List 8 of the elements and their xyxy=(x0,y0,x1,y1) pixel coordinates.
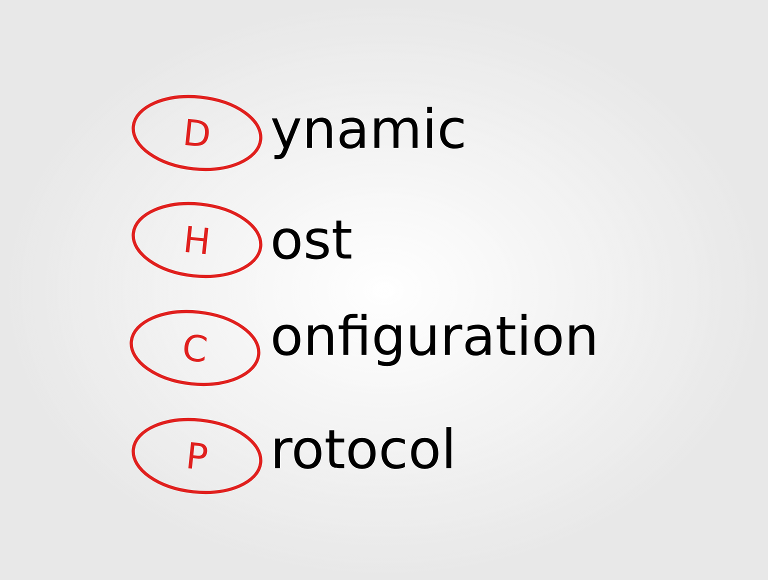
word: ynamic xyxy=(272,106,464,160)
word: onfiguration xyxy=(273,314,594,366)
circled-letter: H xyxy=(132,202,262,278)
circled-letter: D xyxy=(132,95,262,171)
word: ost xyxy=(273,220,352,260)
circled-letter: C xyxy=(130,310,260,386)
word: rotocol xyxy=(275,427,452,469)
circled-letter: P xyxy=(132,418,262,494)
